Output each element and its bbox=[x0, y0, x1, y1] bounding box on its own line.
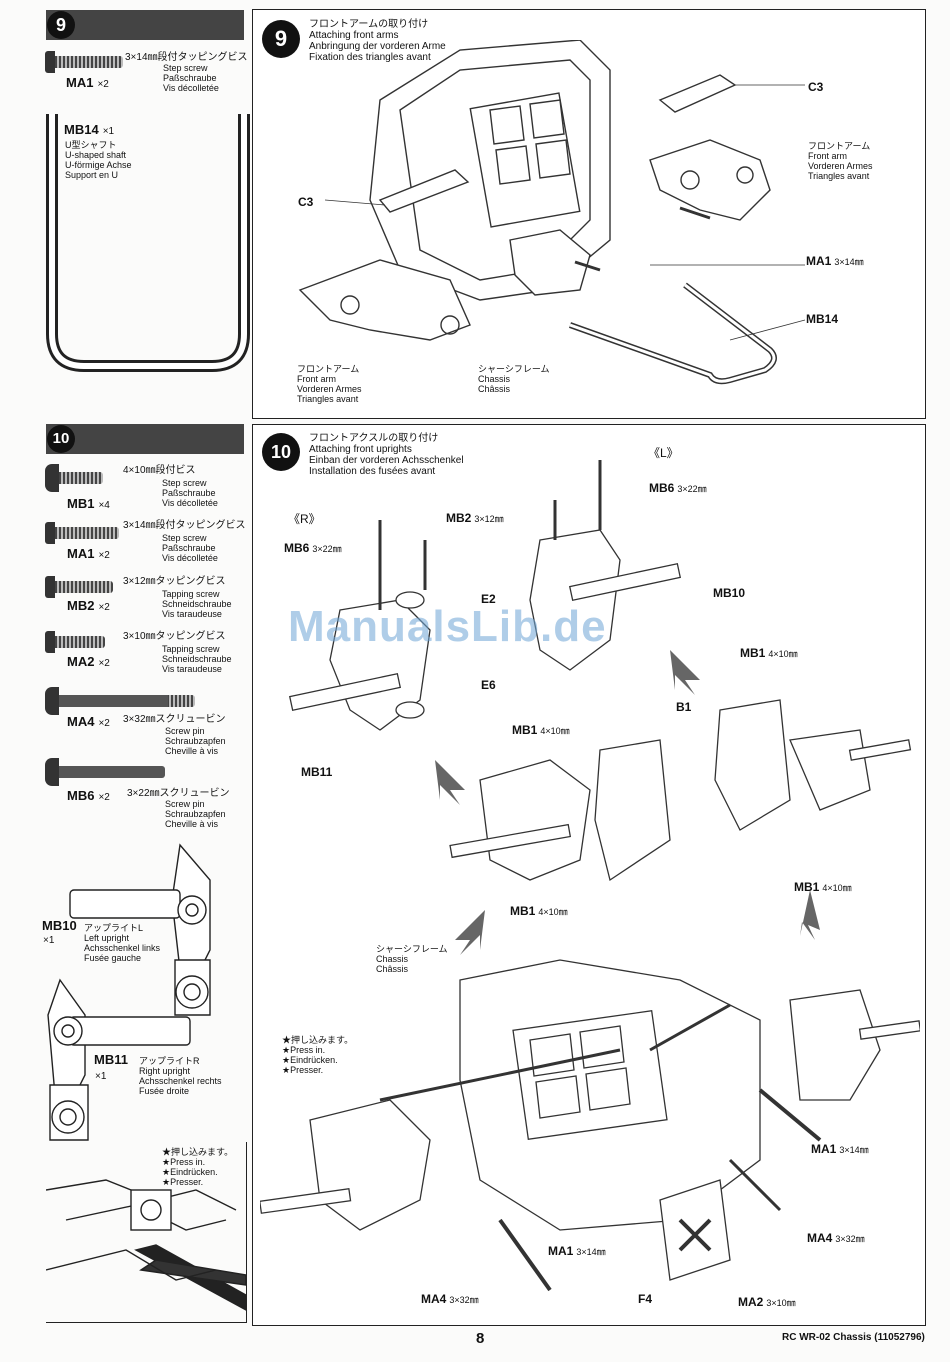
step9-number-badge: 9 bbox=[47, 11, 75, 39]
mb11-qty: ×1 bbox=[95, 1071, 107, 1082]
mb6-code: MB6×2 bbox=[67, 788, 110, 803]
mb1-code: MB1×4 bbox=[67, 496, 110, 511]
document-id: RC WR-02 Chassis (11052796) bbox=[782, 1332, 925, 1343]
mb10-code: MB10 bbox=[42, 918, 77, 933]
ma1-step10-screw-icon bbox=[45, 522, 119, 544]
step10-mb11-label: MB11 bbox=[301, 765, 333, 779]
mb2-size: 3×12㎜タッピングビス bbox=[123, 576, 226, 587]
ma4-screw-pin-icon bbox=[45, 687, 195, 715]
step9-chassis-drawing bbox=[298, 40, 806, 385]
step10-press-in-note: ★押し込みます。★Press in.★Eindrücken.★Presser. bbox=[282, 1035, 354, 1075]
step9-mb14-label: MB14 bbox=[806, 312, 839, 326]
mb10-upright-drawing bbox=[69, 843, 211, 1016]
ma2-size: 3×10㎜タッピングビス bbox=[123, 631, 226, 642]
mb2-code: MB2×2 bbox=[67, 598, 110, 613]
mb11-upright-drawing bbox=[47, 978, 191, 1141]
ma1-step10-code: MA1×2 bbox=[67, 546, 110, 561]
step10-mb10-label: MB10 bbox=[713, 586, 746, 600]
ma2-screw-icon bbox=[45, 631, 105, 653]
step10-big-number: 10 bbox=[262, 433, 300, 471]
step10-side-l-label: 《L》 bbox=[648, 446, 679, 460]
page-number: 8 bbox=[476, 1330, 485, 1347]
step10-side-r-label: 《R》 bbox=[288, 512, 321, 526]
mb14-u-shaft-drawing bbox=[46, 114, 250, 372]
ma1-screw-icon bbox=[45, 51, 123, 73]
press-in-inset-border bbox=[46, 1142, 247, 1323]
ma1-code: MA1×2 bbox=[66, 75, 109, 90]
ma2-code: MA2×2 bbox=[67, 654, 110, 669]
manualslib-watermark: ManualsLib.de bbox=[288, 602, 607, 651]
mb1-size: 4×10㎜段付ビス bbox=[123, 465, 196, 476]
ma4-size: 3×32㎜スクリュービン bbox=[123, 714, 226, 725]
step10-assembly-drawing bbox=[260, 460, 920, 1292]
step10-number-badge: 10 bbox=[47, 425, 75, 453]
press-in-inset-text: ★押し込みます。★Press in.★Eindrücken.★Presser. bbox=[162, 1147, 234, 1187]
step9-parts-header-bar bbox=[46, 10, 244, 40]
step10-e2-label: E2 bbox=[481, 592, 496, 606]
step10-b1-label: B1 bbox=[676, 700, 692, 714]
press-in-pliers-inset bbox=[46, 1179, 246, 1311]
step10-f4-label: F4 bbox=[638, 1292, 653, 1306]
ma1-step10-size: 3×14㎜段付タッピングビス bbox=[123, 520, 246, 531]
mb1-screw-icon bbox=[45, 464, 103, 492]
ma1-size-label: 3×14㎜段付タッピングビス bbox=[125, 52, 248, 63]
mb10-qty: ×1 bbox=[43, 935, 55, 946]
step10-e6-label: E6 bbox=[481, 678, 496, 692]
step9-c3-right-label: C3 bbox=[808, 80, 824, 94]
mb11-code: MB11 bbox=[94, 1052, 128, 1067]
step9-big-number: 9 bbox=[262, 20, 300, 58]
ma4-code: MA4×2 bbox=[67, 714, 110, 729]
step10-parts-header-bar bbox=[46, 424, 244, 454]
step9-c3-left-label: C3 bbox=[298, 195, 314, 209]
mb6-size: 3×22㎜スクリュービン bbox=[127, 788, 230, 799]
mb6-screw-pin-icon bbox=[45, 758, 165, 786]
mb14-code: MB14×1 bbox=[64, 122, 115, 137]
mb2-screw-icon bbox=[45, 576, 113, 598]
